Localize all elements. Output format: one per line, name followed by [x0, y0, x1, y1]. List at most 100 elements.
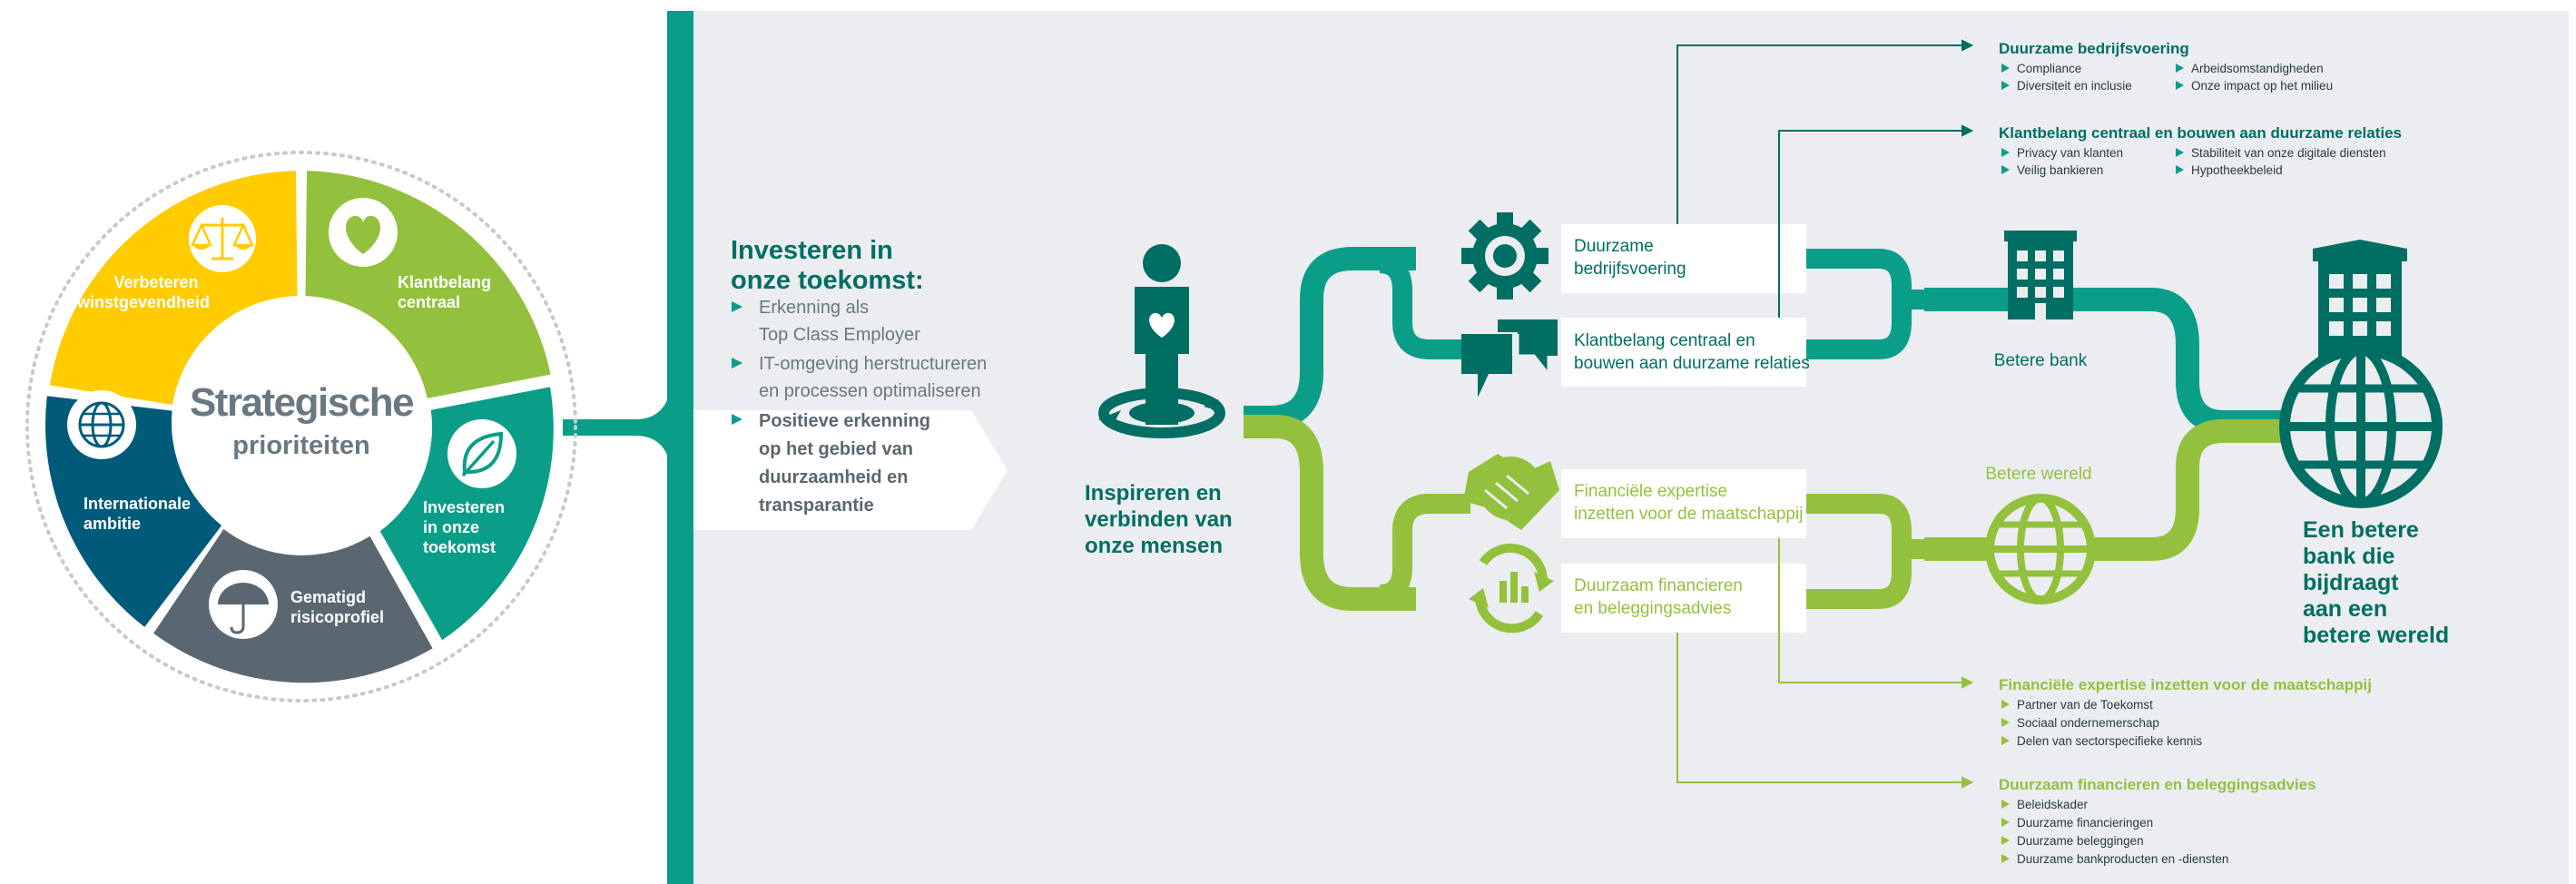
- connector-joint: [635, 381, 693, 474]
- bullet-icon: [2176, 165, 2184, 174]
- speech-bubbles-icon: [1461, 319, 1558, 398]
- result-text-4: aan een: [2303, 596, 2387, 622]
- big-bank-icon: [2313, 240, 2407, 363]
- segment-label-gematigd-1: Gematigd: [290, 588, 366, 606]
- segment-label-klantbelang-2: centraal: [398, 293, 460, 311]
- wheel-dotted-ring: [25, 151, 577, 702]
- bullet-icon: [732, 414, 742, 425]
- node-box-expertise: [1561, 469, 1806, 538]
- bullet-icon: [2001, 718, 2010, 727]
- segment-label-gematigd-2: risicoprofiel: [290, 608, 384, 626]
- result-text-5: betere wereld: [2303, 623, 2449, 648]
- teal-band-main: [1244, 247, 1416, 429]
- investing-title-2: onze toekomst:: [731, 266, 924, 295]
- investing-item-2-line1: IT-omgeving herstructureren: [759, 354, 987, 374]
- investing-item-1-line2: Top Class Employer: [759, 325, 920, 345]
- node-label-expertise-2: inzetten voor de maatschappij: [1574, 505, 1803, 524]
- node-box-bedrijfsvoering: [1561, 224, 1806, 293]
- people-text-1: Inspireren en: [1085, 481, 1222, 506]
- detail-financieren-title: Duurzaam financieren en beleggingsadvies: [1999, 776, 2316, 793]
- detail-financieren-item: Duurzame bankproducten en -diensten: [2017, 852, 2228, 866]
- bullet-icon: [2001, 854, 2010, 863]
- detail-bedrijfsvoering-title: Duurzame bedrijfsvoering: [1999, 40, 2189, 57]
- bullet-icon: [2001, 165, 2010, 174]
- green-band-right-upper: [1806, 494, 1933, 559]
- node-label-klantbelang-1: Klantbelang centraal en: [1574, 331, 1755, 350]
- node-label-financieren-1: Duurzaam financieren: [1574, 576, 1743, 595]
- detail-klantbelang-item: Hypotheekbeleid: [2191, 163, 2283, 177]
- bullet-icon: [2001, 148, 2010, 157]
- green-band-upper: [1379, 494, 1470, 604]
- detail-financieren-item: Duurzame financieringen: [2017, 816, 2153, 830]
- small-globe-icon: [1985, 494, 2096, 604]
- bullet-icon: [2176, 148, 2184, 157]
- green-band-right-lower: [1806, 549, 1912, 609]
- leaf-icon: [447, 419, 516, 488]
- detail-financieren-item: Duurzame beleggingen: [2017, 834, 2144, 848]
- bullet-icon: [2001, 700, 2010, 709]
- wheel-center: [174, 300, 428, 554]
- content-panel: [690, 11, 2569, 884]
- detail-connectors: [1676, 39, 1974, 789]
- detail-klantbelang-item: Veilig bankieren: [2017, 163, 2103, 177]
- bullet-icon: [2176, 64, 2184, 73]
- node-label-klantbelang-2: bouwen aan duurzame relaties: [1574, 354, 1810, 373]
- people-text-3: onze mensen: [1085, 534, 1223, 558]
- umbrella-icon: [209, 570, 278, 639]
- bullet-icon: [2001, 64, 2010, 73]
- segment-label-verbeteren-2: winstgevendheid: [76, 293, 210, 311]
- node-label-financieren-2: en beleggingsadvies: [1574, 599, 1731, 618]
- handshake-icon: [1463, 454, 1559, 530]
- node-box-financieren: [1561, 564, 1806, 633]
- bullet-icon: [2001, 818, 2010, 827]
- detail-bedrijfsvoering-item: Onze impact op het milieu: [2191, 79, 2333, 93]
- investing-highlight-2: op het gebied van: [759, 439, 913, 459]
- node-label-bedrijfsvoering-1: Duurzame: [1574, 237, 1654, 256]
- detail-expertise-title: Financiële expertise inzetten voor de ma…: [1999, 676, 2372, 693]
- detail-klantbelang-item: Stabiliteit van onze digitale diensten: [2191, 146, 2386, 160]
- detail-bedrijfsvoering-item: Diversiteit en inclusie: [2017, 79, 2132, 93]
- recycle-chart-icon: [1469, 543, 1554, 634]
- result-text-1: Een betere: [2303, 517, 2419, 543]
- bullet-icon: [2001, 736, 2010, 745]
- person-heart-icon: [1098, 244, 1225, 438]
- detail-bedrijfsvoering-item: Compliance: [2017, 62, 2081, 75]
- node-label-bedrijfsvoering-2: bedrijfsvoering: [1574, 260, 1686, 279]
- investing-highlight-4: transparantie: [759, 496, 874, 516]
- segment-label-internationale-1: Internationale: [84, 495, 191, 513]
- segment-label-klantbelang-1: Klantbelang: [398, 273, 491, 291]
- detail-klantbelang-title: Klantbelang centraal en bouwen aan duurz…: [1999, 124, 2402, 142]
- segment-label-investeren-2: in onze: [423, 518, 479, 536]
- detail-financieren-item: Beleidskader: [2017, 798, 2089, 811]
- bullet-icon: [732, 301, 742, 312]
- bullet-icon: [2001, 81, 2010, 90]
- detail-expertise-item: Sociaal ondernemerschap: [2017, 716, 2159, 730]
- detail-expertise-item: Delen van sectorspecifieke kennis: [2017, 734, 2202, 748]
- flow-bands: [1244, 247, 2287, 611]
- bullet-icon: [2001, 836, 2010, 845]
- investing-highlight-1: Positieve erkenning: [759, 411, 930, 431]
- small-bank-icon: [2004, 231, 2077, 319]
- teal-band-lower: [1379, 253, 1470, 359]
- investing-item-2-line2: en processen optimaliseren: [759, 381, 981, 401]
- investing-title-1: Investeren in: [731, 236, 893, 265]
- node-label-expertise-1: Financiële expertise: [1574, 482, 1727, 501]
- wheel-title-line2: prioriteiten: [232, 431, 369, 460]
- node-box-klantbelang: [1561, 318, 1806, 387]
- investing-item-1-line1: Erkenning als: [759, 298, 869, 318]
- heart-icon: [329, 198, 398, 267]
- teal-band-right-lower: [1806, 290, 1933, 359]
- big-globe-icon: [2279, 345, 2443, 508]
- segment-label-investeren-1: Investeren: [423, 498, 505, 516]
- result-text-3: bijdraagt: [2303, 570, 2399, 595]
- result-text-2: bank die: [2303, 544, 2395, 569]
- teal-band-to-world: [1924, 288, 2287, 434]
- bullet-icon: [732, 358, 742, 368]
- detail-expertise-item: Partner van de Toekomst: [2017, 698, 2153, 712]
- bullet-icon: [2176, 81, 2184, 90]
- segment-label-internationale-2: ambitie: [84, 515, 141, 533]
- balance-scale-icon: [189, 205, 256, 272]
- segment-label-verbeteren-1: Verbeteren: [113, 273, 198, 291]
- people-text-2: verbinden van: [1085, 507, 1233, 532]
